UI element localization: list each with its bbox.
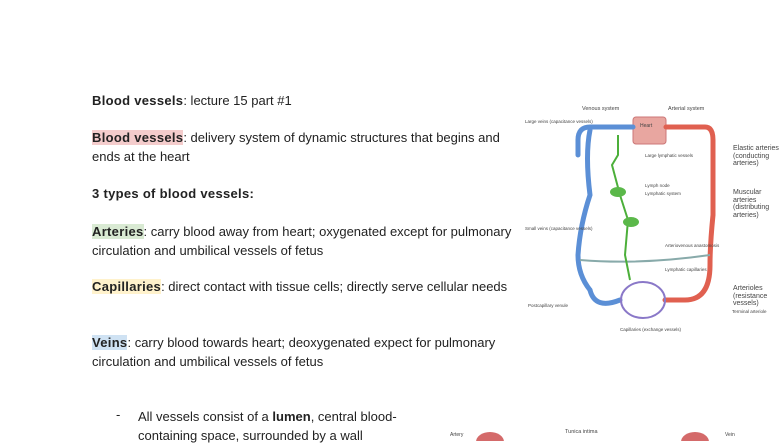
heart-shape [632,116,667,145]
label-arterial-system: Arterial system [668,106,705,112]
lymph-node [610,187,626,197]
label-lymphatic-capillaries: Lymphatic capillaries [665,267,707,272]
lumen-bullet: All vessels consist of a lumen, central … [138,409,397,443]
label-venous-system: Venous system [582,106,620,112]
artery-cross-section [476,432,504,441]
vein-cross-section [681,432,709,441]
label-tunica-intima: Tunica intima [565,429,598,435]
capillary-bed [620,281,666,319]
definition-paragraph: Blood vessels: delivery system of dynami… [92,130,500,164]
label-vein: Vein [725,432,735,438]
label-postcapillary-venule: Postcapillary venule [528,303,569,308]
label-heart: Heart [640,123,653,129]
label-terminal-arteriole: Terminal arteriole [732,309,767,314]
veins-paragraph: Veins: carry blood towards heart; deoxyg… [92,335,496,369]
types-heading: 3 types of blood vessels: [92,186,255,201]
arterial-vessels [662,124,716,303]
label-elastic-arteries: Elastic arteries (conducting arteries) [733,145,779,167]
label-artery: Artery [450,432,464,438]
venous-vessels [575,124,636,306]
lymph-node [623,217,639,227]
label-large-veins: Large veins (capacitance vessels) [525,119,593,124]
label-small-veins: Small veins (capacitance vessels) [525,226,593,231]
circulation-diagram: Venous system Arterial system Heart Larg… [525,106,767,332]
label-capillaries: Capillaries (exchange vessels) [620,327,682,332]
bullet-marker: - [116,407,121,422]
label-lymphatic-system: Lymphatic system [645,191,681,196]
lymphatic-vessels [610,135,631,281]
label-arterioles: Arterioles (resistance vessels) [733,285,768,307]
vessel-wall-figure: Artery Tunica intima Vein [450,429,735,441]
label-muscular-arteries: Muscular arteries (distributing arteries… [733,189,770,219]
capillaries-paragraph: Capillaries: direct contact with tissue … [92,279,508,294]
label-large-lymphatic: Large lymphatic vessels [645,153,694,158]
page-title: Blood vessels: lecture 15 part #1 [92,93,292,108]
anastomosis [579,254,711,263]
label-av-anastomosis: Arteriovenous anastomosis [665,243,720,248]
arteries-paragraph: Arteries: carry blood away from heart; o… [92,224,512,258]
label-lymph-node: Lymph node [645,183,670,188]
